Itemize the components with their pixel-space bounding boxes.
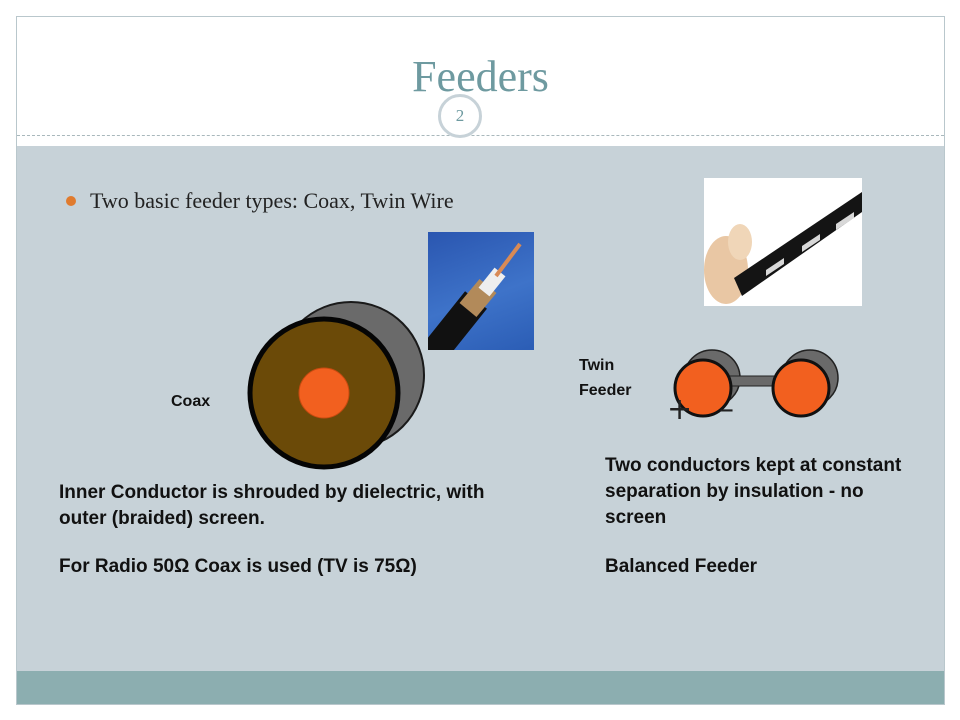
title-divider xyxy=(17,135,944,136)
coax-photo-icon xyxy=(428,242,522,350)
coax-cable-photo xyxy=(428,232,534,350)
twin-right-conductor xyxy=(771,358,831,418)
inner-conductor-text: Inner Conductor is shrouded by dielectri… xyxy=(59,482,485,529)
twin-feeder-label: Twin Feeder xyxy=(579,353,631,403)
twin-label-line1: Twin xyxy=(579,357,615,374)
plus-sign: + xyxy=(667,392,693,427)
coax-label: Coax xyxy=(171,393,211,410)
slide-title: Feeders xyxy=(412,52,549,101)
bullet-item: Two basic feeder types: Coax, Twin Wire xyxy=(66,188,454,214)
footer-band xyxy=(17,671,944,704)
bullet-icon xyxy=(66,195,76,206)
page-number-badge: 2 xyxy=(438,94,482,138)
radio-impedance-text: For Radio 50Ω Coax is used (TV is 75Ω) xyxy=(59,556,417,577)
twin-feeder-icon xyxy=(673,349,839,418)
minus-sign: – xyxy=(719,392,734,427)
coax-cross-section-icon xyxy=(247,301,425,470)
bullet-text: Two basic feeder types: Coax, Twin Wire xyxy=(90,188,454,213)
twin-wire-photo xyxy=(704,178,862,306)
twin-label-line2: Feeder xyxy=(579,382,632,399)
coax-inner-conductor xyxy=(298,367,350,419)
twin-left-conductor xyxy=(673,358,733,418)
twin-photo-icon xyxy=(704,192,862,304)
twin-description-text: Two conductors kept at constant separati… xyxy=(605,455,902,528)
balanced-feeder-text: Balanced Feeder xyxy=(605,556,758,577)
